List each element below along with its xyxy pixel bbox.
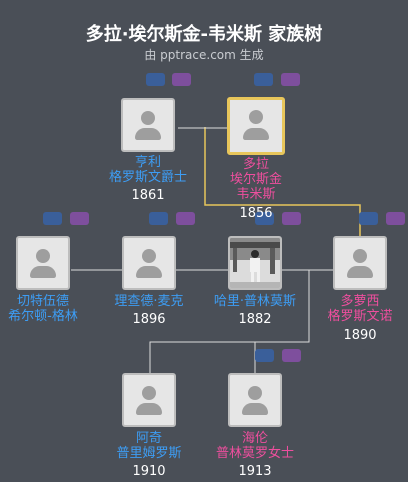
person-name: 切特伍德 希尔顿-格林 — [8, 294, 78, 324]
richard-parents-tag[interactable] — [149, 212, 168, 225]
person-name: 亨利 格罗斯文爵士 — [108, 155, 187, 185]
person-name: 多拉 埃尔斯金 韦米斯 — [229, 157, 282, 202]
portrait-photo — [230, 238, 280, 288]
chetwode-siblings-tag[interactable] — [70, 212, 89, 225]
avatar[interactable] — [122, 236, 176, 290]
person-year: 1856 — [239, 206, 273, 221]
person-silhouette-icon — [142, 249, 156, 263]
helen-parents-tag[interactable] — [255, 349, 274, 362]
avatar[interactable] — [121, 98, 175, 152]
helen-siblings-tag[interactable] — [282, 349, 301, 362]
person-year: 1882 — [238, 312, 272, 327]
henry-siblings-tag[interactable] — [172, 73, 191, 86]
person-name: 海伦 普林莫罗女士 — [215, 431, 294, 461]
avatar[interactable] — [122, 373, 176, 427]
person-silhouette-icon — [248, 386, 262, 400]
person-year: 1861 — [131, 188, 165, 203]
person-year: 1910 — [132, 464, 166, 479]
harry-parents-tag[interactable] — [255, 212, 274, 225]
person-year: 1890 — [343, 328, 377, 343]
person-silhouette-icon — [141, 111, 155, 125]
person-year: 1896 — [132, 312, 166, 327]
henry-parents-tag[interactable] — [146, 73, 165, 86]
avatar[interactable] — [333, 236, 387, 290]
person-name: 哈里·普林莫斯 — [213, 294, 297, 309]
person-year: 1913 — [238, 464, 272, 479]
avatar[interactable] — [228, 236, 282, 290]
dorothy-siblings-tag[interactable] — [386, 212, 405, 225]
avatar[interactable] — [16, 236, 70, 290]
person-silhouette-icon — [353, 249, 367, 263]
harry-siblings-tag[interactable] — [282, 212, 301, 225]
link-harry-dorothy-children — [149, 270, 310, 373]
dora-parents-tag[interactable] — [254, 73, 273, 86]
person-name: 阿奇 普里姆罗斯 — [116, 431, 182, 461]
person-name: 多萝西 格罗斯文诺 — [327, 294, 393, 324]
page-subtitle: 由 pptrace.com 生成 — [144, 48, 264, 62]
avatar[interactable] — [227, 97, 285, 155]
page-title: 多拉·埃尔斯金-韦米斯 家族树 — [85, 24, 323, 45]
richard-siblings-tag[interactable] — [176, 212, 195, 225]
person-silhouette-icon — [249, 110, 263, 124]
dora-siblings-tag[interactable] — [281, 73, 300, 86]
person-silhouette-icon — [142, 386, 156, 400]
dorothy-parents-tag[interactable] — [359, 212, 378, 225]
chetwode-parents-tag[interactable] — [43, 212, 62, 225]
person-name: 理查德·麦克 — [114, 294, 184, 309]
person-silhouette-icon — [36, 249, 50, 263]
avatar[interactable] — [228, 373, 282, 427]
